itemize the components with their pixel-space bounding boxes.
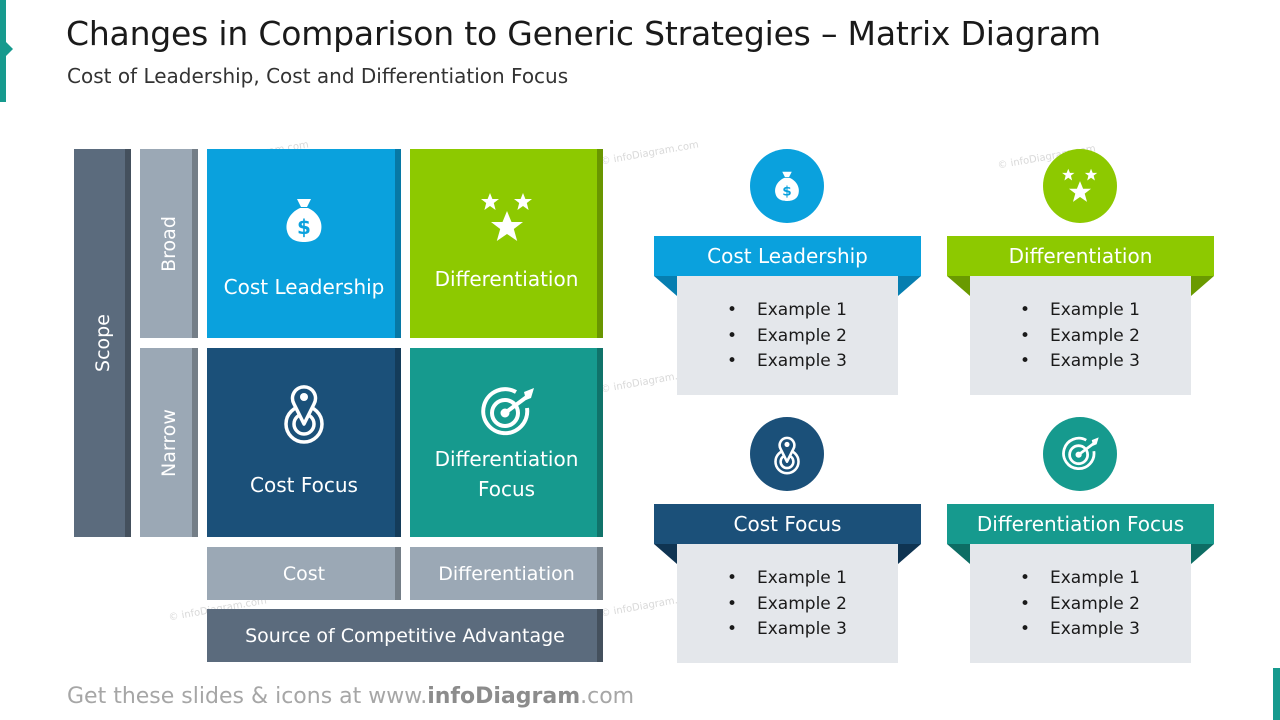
- cell-cost-focus: Cost Focus: [207, 348, 401, 537]
- left-accent-notch: [6, 42, 13, 56]
- list-item: Example 1: [727, 298, 898, 324]
- location-pin-icon: [774, 436, 800, 475]
- list-item: Example 1: [1020, 298, 1191, 324]
- source-label: Source of Competitive Advantage: [245, 624, 565, 647]
- page-subtitle: Cost of Leadership, Cost and Differentia…: [67, 64, 569, 88]
- target-icon: [480, 387, 534, 436]
- money-bag-icon: $: [286, 199, 322, 242]
- shadow: [125, 149, 131, 537]
- example-list: Example 1 Example 2 Example 3: [1020, 298, 1191, 375]
- card-differentiation-focus: Example 1 Example 2 Example 3: [970, 544, 1191, 663]
- list-item: Example 3: [727, 349, 898, 375]
- stars-icon: [1062, 168, 1098, 202]
- broad-label: Broad: [157, 215, 180, 272]
- axis-differentiation-label: Differentiation: [438, 562, 575, 585]
- scope-label: Scope: [91, 314, 114, 372]
- target-icon: [1062, 436, 1099, 471]
- axis-cost-box: Cost: [207, 547, 401, 600]
- card-cost-focus: Example 1 Example 2 Example 3: [677, 544, 898, 663]
- list-item: Example 3: [727, 617, 898, 643]
- stars-icon: [480, 193, 532, 241]
- shadow: [395, 149, 401, 338]
- card-differentiation: Example 1 Example 2 Example 3: [970, 276, 1191, 395]
- money-bag-icon: $: [775, 171, 799, 201]
- list-item: Example 3: [1020, 617, 1191, 643]
- banner-fold-right: [1191, 276, 1214, 296]
- narrow-label: Narrow: [158, 408, 180, 477]
- example-list: Example 1 Example 2 Example 3: [727, 566, 898, 643]
- shadow: [597, 547, 603, 600]
- scope-bar: Scope: [74, 149, 131, 537]
- axis-cost-label: Cost: [282, 562, 326, 585]
- shadow: [395, 547, 401, 600]
- cell-label: Differentiation: [434, 267, 579, 291]
- list-item: Example 2: [1020, 324, 1191, 350]
- axis-differentiation-box: Differentiation: [410, 547, 603, 600]
- left-accent-bar: [0, 0, 6, 102]
- svg-text:$: $: [297, 215, 311, 239]
- card-cost-leadership: Example 1 Example 2 Example 3: [677, 276, 898, 395]
- narrow-bar: Narrow: [140, 348, 198, 537]
- banner-fold-right: [1191, 544, 1214, 564]
- banner-fold-right: [898, 544, 921, 564]
- broad-bar: Broad: [140, 149, 198, 338]
- card-title-banner: Cost Focus: [654, 504, 921, 544]
- card-title-banner: Differentiation Focus: [947, 504, 1214, 544]
- card-title-banner: Cost Leadership: [654, 236, 921, 276]
- cell-label: Cost Leadership: [223, 275, 385, 299]
- banner-fold-right: [898, 276, 921, 296]
- list-item: Example 2: [727, 324, 898, 350]
- list-item: Example 3: [1020, 349, 1191, 375]
- card-icon-circle: $: [750, 149, 824, 223]
- card-icon-circle: [1043, 417, 1117, 491]
- page-title: Changes in Comparison to Generic Strateg…: [66, 14, 1101, 53]
- banner-fold-left: [947, 276, 970, 296]
- cell-differentiation-focus: Differentiation Focus: [410, 348, 603, 537]
- svg-text:$: $: [782, 184, 791, 200]
- list-item: Example 2: [727, 592, 898, 618]
- source-box: Source of Competitive Advantage: [207, 609, 603, 662]
- banner-fold-left: [654, 544, 677, 564]
- cell-differentiation: Differentiation: [410, 149, 603, 338]
- shadow: [192, 149, 198, 338]
- cell-label: Differentiation Focus: [434, 447, 579, 501]
- banner-fold-left: [654, 276, 677, 296]
- footer-suffix: .com: [580, 684, 635, 709]
- list-item: Example 2: [1020, 592, 1191, 618]
- example-list: Example 1 Example 2 Example 3: [1020, 566, 1191, 643]
- example-list: Example 1 Example 2 Example 3: [727, 298, 898, 375]
- footer-credit[interactable]: Get these slides & icons at www.infoDiag…: [67, 684, 634, 709]
- shadow: [597, 149, 603, 338]
- list-item: Example 1: [1020, 566, 1191, 592]
- footer-prefix: Get these slides & icons at www.: [67, 684, 428, 709]
- cell-cost-leadership: $ Cost Leadership: [207, 149, 401, 338]
- card-title-banner: Differentiation: [947, 236, 1214, 276]
- card-icon-circle: [1043, 149, 1117, 223]
- footer-brand: infoDiagram: [427, 684, 581, 709]
- shadow: [395, 348, 401, 537]
- right-accent-bar: [1273, 668, 1280, 720]
- list-item: Example 1: [727, 566, 898, 592]
- cell-label: Cost Focus: [250, 473, 358, 497]
- shadow: [597, 348, 603, 537]
- banner-fold-left: [947, 544, 970, 564]
- shadow: [597, 609, 603, 662]
- location-pin-icon: [284, 384, 324, 444]
- shadow: [192, 348, 198, 537]
- watermark: © infoDiagram.com: [599, 139, 700, 168]
- card-icon-circle: [750, 417, 824, 491]
